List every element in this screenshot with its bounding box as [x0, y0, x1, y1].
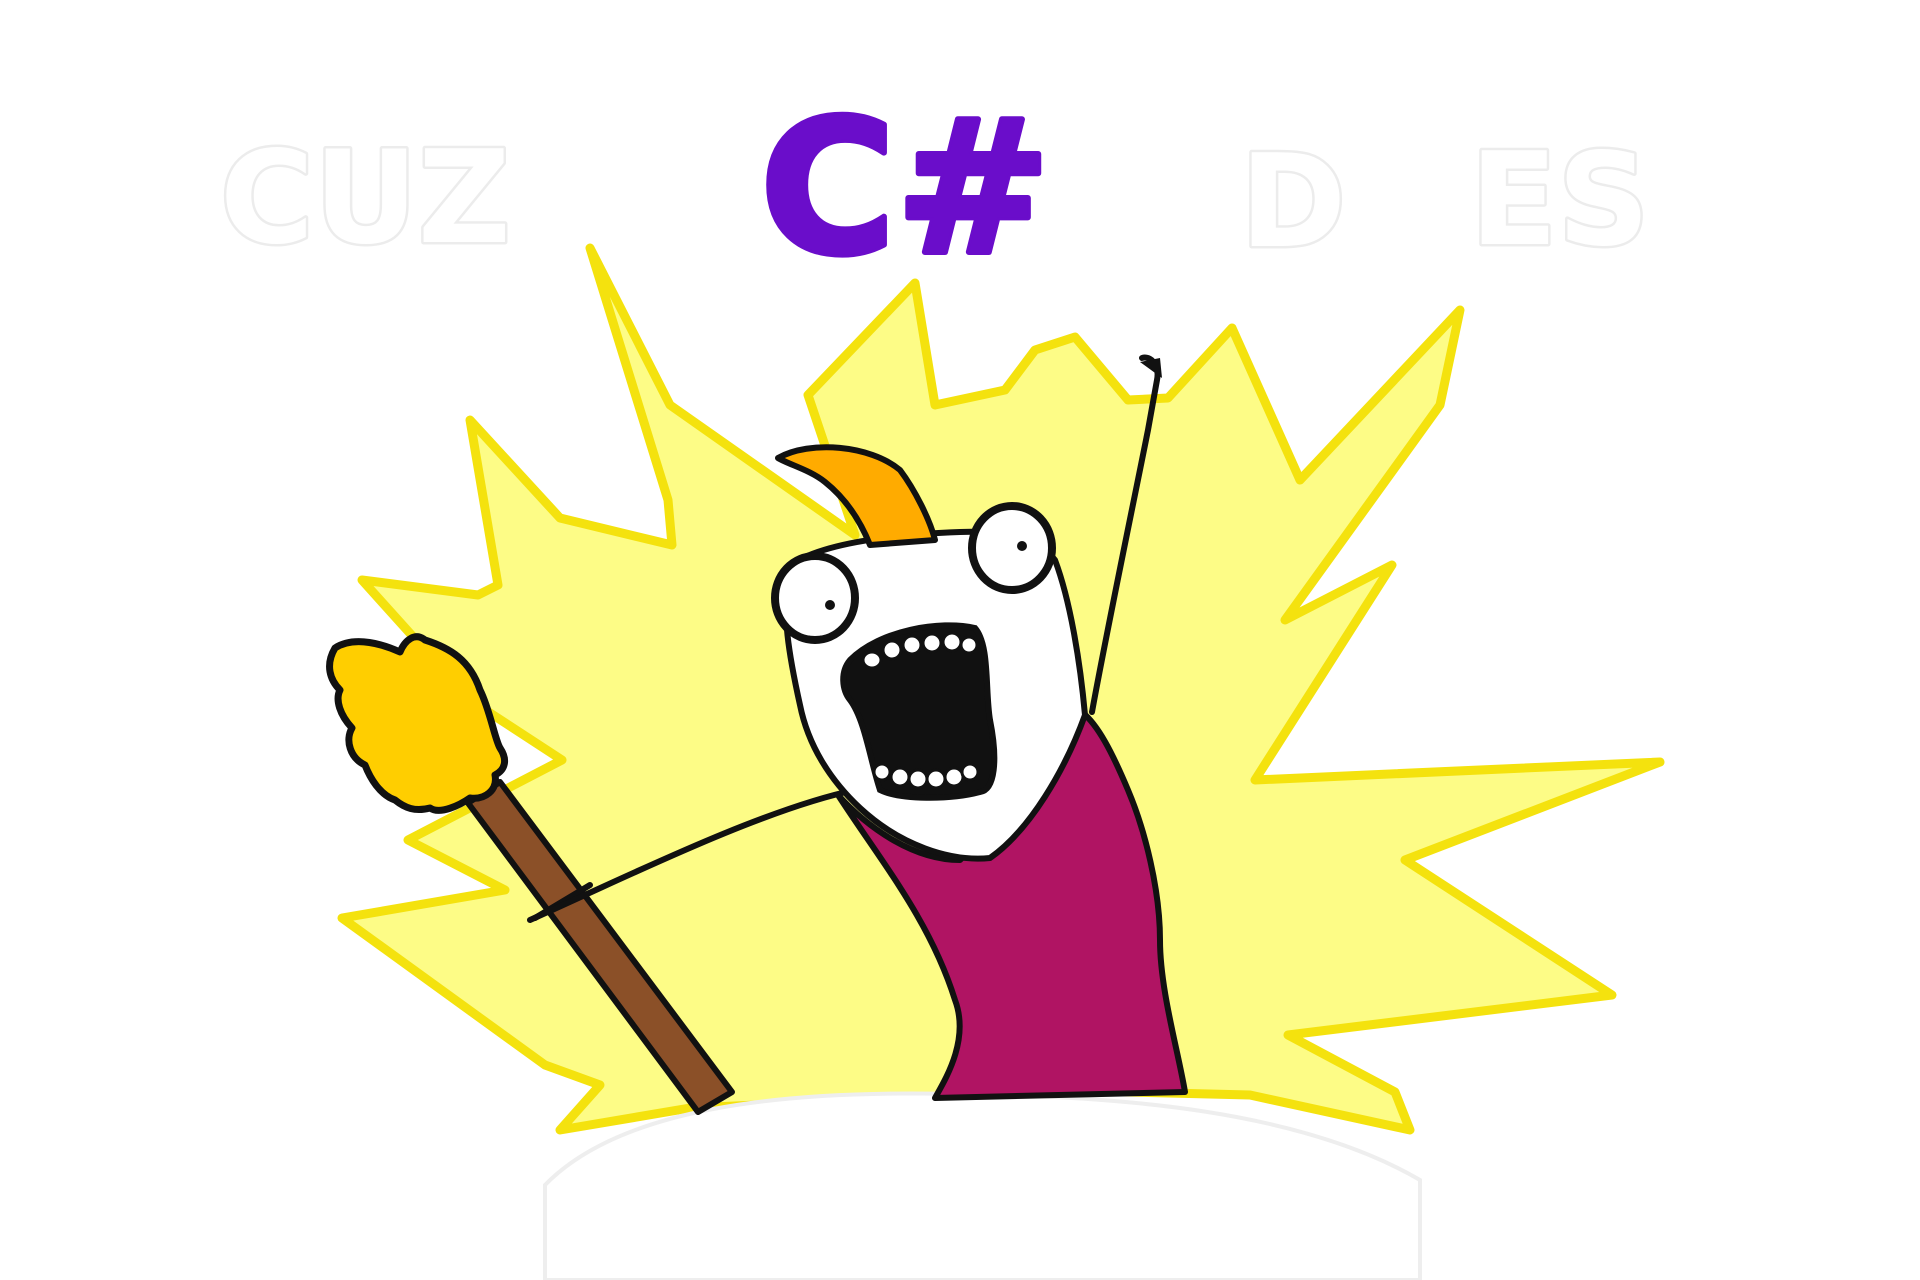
broom-bristles-icon [326, 633, 509, 814]
caption-word-2: C# [760, 80, 1051, 296]
left-eye [771, 552, 859, 644]
screaming-stick-figure-icon [527, 354, 1188, 1101]
hair-tuft-icon [775, 444, 938, 548]
top-teeth [861, 631, 979, 670]
right-eye [968, 502, 1056, 594]
caption-word-3: D [1240, 128, 1346, 277]
left-arm [527, 787, 858, 923]
caption: CUZ C# D ES [218, 77, 1653, 299]
caption-word-4: ES [1470, 126, 1650, 275]
bottom-teeth [872, 762, 980, 790]
broom [326, 633, 735, 1115]
open-mouth [840, 622, 998, 801]
caption-word-1: CUZ [220, 124, 511, 273]
